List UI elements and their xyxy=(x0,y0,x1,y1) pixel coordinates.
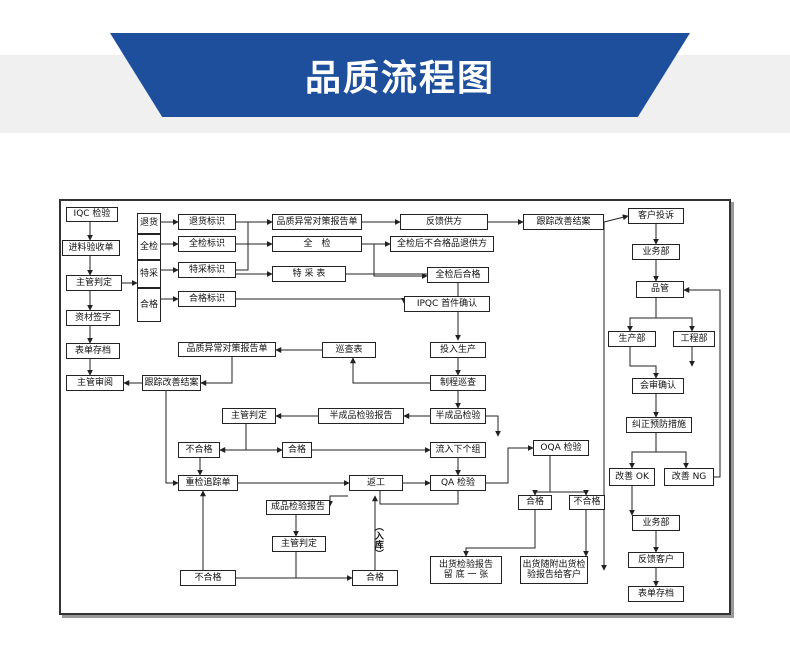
node-full-inspect: 全 检 xyxy=(272,236,362,252)
node-supervisor-judge-2: 主管判定 xyxy=(222,408,276,424)
node-improve-ng: 改善 NG xyxy=(664,468,714,486)
node-quality-anomaly-report-1: 品质异常对策报告单 xyxy=(272,214,362,230)
node-ship-with-report: 出货随附出货检 验报告给客户 xyxy=(520,556,588,584)
node-production-dept: 生产部 xyxy=(608,331,656,347)
node-special-label: 特采标识 xyxy=(178,262,236,278)
node-ok-2: 合格 xyxy=(352,570,398,586)
node-ok-after-full-inspect: 全检后合格 xyxy=(427,267,489,283)
node-ship-report-keep: 出货检验报告 留 底 一 张 xyxy=(430,556,502,584)
label-warehouse-in: （入库） xyxy=(372,522,383,558)
node-special-form: 特 采 表 xyxy=(272,266,346,282)
node-disposition-ok: 合格 xyxy=(137,288,161,322)
ship-with-line1: 出货随附出货检 xyxy=(522,559,586,570)
node-joint-confirm: 会审确认 xyxy=(632,378,684,394)
node-ng-3: 不合格 xyxy=(569,495,605,510)
page-title: 品质流程图 xyxy=(304,58,495,99)
node-oqa-inspect: OQA 检验 xyxy=(533,440,589,456)
node-track-closure-1: 跟踪改善结案 xyxy=(523,214,604,230)
node-semi-finished-inspect: 半成品检验 xyxy=(430,408,486,424)
node-qc-dept: 品管 xyxy=(636,281,684,298)
node-sales-1: 业务部 xyxy=(632,244,680,260)
node-disposition-return: 退货 xyxy=(137,213,161,234)
node-improve-ok: 改善 OK xyxy=(609,468,655,486)
node-patrol-form: 巡查表 xyxy=(322,342,376,358)
node-disposition-full-inspect: 全检 xyxy=(137,234,161,260)
node-supervisor-judge-3: 主管判定 xyxy=(272,536,326,552)
title-banner xyxy=(110,33,690,117)
node-form-archive-1: 表单存档 xyxy=(66,343,120,359)
node-ipqc-first-piece: IPQC 首件确认 xyxy=(404,296,490,312)
node-next-station: 流入下个组 xyxy=(430,442,486,458)
ship-report-line2: 留 底 一 张 xyxy=(443,570,489,580)
node-supervisor-judge-1: 主管判定 xyxy=(66,275,122,291)
node-incoming-form: 进料验收单 xyxy=(62,240,120,256)
node-full-inspect-label: 全检标识 xyxy=(178,236,236,252)
node-ok-3: 合格 xyxy=(518,495,552,510)
node-semi-finished-report: 半成品检验报告 xyxy=(318,408,404,424)
node-input-production: 投入生产 xyxy=(430,342,486,358)
node-customer-complaint: 客户投诉 xyxy=(628,208,684,224)
ship-with-line2: 验报告给客户 xyxy=(526,570,581,580)
node-feedback-customer: 反馈客户 xyxy=(628,552,684,568)
node-supervisor-review: 主管审阅 xyxy=(66,375,124,391)
node-sales-2: 业务部 xyxy=(632,515,680,531)
ship-report-line1: 出货检验报告 xyxy=(438,559,493,570)
node-ok-label: 合格标识 xyxy=(178,291,236,307)
node-quality-anomaly-report-2: 品质异常对策报告单 xyxy=(178,342,276,357)
node-engineering-dept: 工程部 xyxy=(673,331,715,347)
node-ok-1: 合格 xyxy=(282,442,312,458)
node-reinspect-tracking: 重检追踪单 xyxy=(178,475,238,491)
node-qa-inspect: QA 检验 xyxy=(430,475,486,491)
node-finished-report: 成品检验报告 xyxy=(266,500,330,515)
node-ng-1: 不合格 xyxy=(178,442,220,458)
node-form-archive-2: 表单存档 xyxy=(628,586,684,602)
node-material-sign: 资材签字 xyxy=(66,310,120,326)
node-ng-2: 不合格 xyxy=(180,570,236,586)
node-process-patrol: 制程巡查 xyxy=(430,375,486,391)
node-return-label: 退货标识 xyxy=(178,214,236,230)
node-disposition-special: 特采 xyxy=(137,260,161,288)
node-ng-return-supplier: 全检后不合格品退供方 xyxy=(390,236,494,252)
node-track-closure-2: 跟踪改善结案 xyxy=(142,375,201,391)
node-rework: 返工 xyxy=(349,475,403,491)
node-corrective-action: 纠正预防措施 xyxy=(626,417,692,433)
node-feedback-supplier: 反馈供方 xyxy=(400,214,488,230)
node-iqc-inspection: IQC 检验 xyxy=(66,207,118,222)
